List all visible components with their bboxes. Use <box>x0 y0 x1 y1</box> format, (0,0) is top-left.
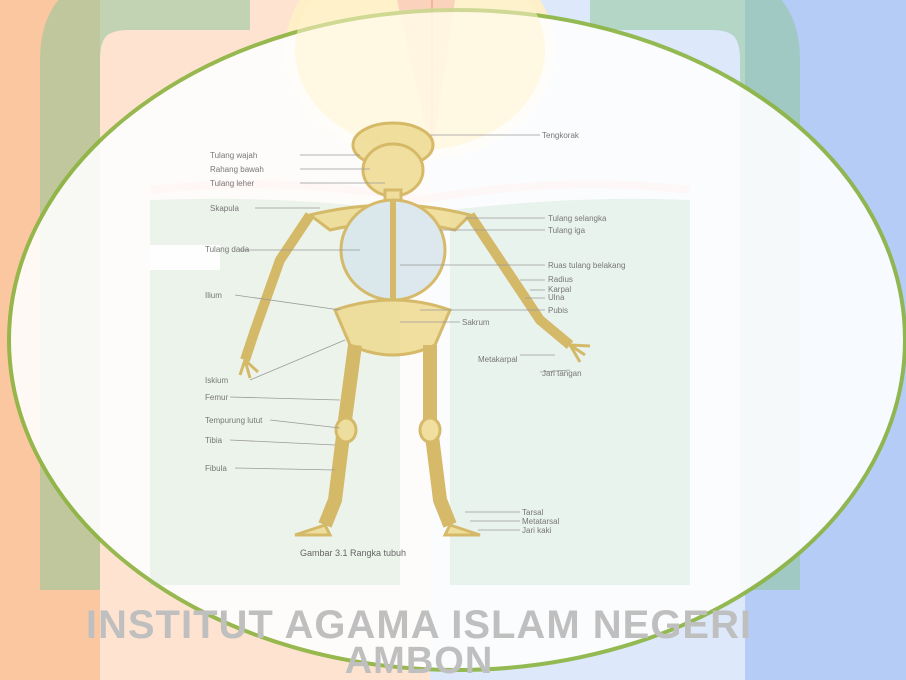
label-pubis: Pubis <box>548 306 568 315</box>
label-tibia: Tibia <box>205 436 223 445</box>
label-iskium: Iskium <box>205 376 228 385</box>
figure-caption: Gambar 3.1 Rangka tubuh <box>300 548 406 558</box>
label-tulang-selangka: Tulang selangka <box>548 214 607 223</box>
label-radius: Radius <box>548 275 573 284</box>
label-ulna: Ulna <box>548 293 565 302</box>
label-tengkorak: Tengkorak <box>542 131 580 140</box>
label-tulang-wajah: Tulang wajah <box>210 151 257 160</box>
label-tulang-leher: Tulang leher <box>210 179 255 188</box>
label-sakrum: Sakrum <box>462 318 490 327</box>
label-skapula: Skapula <box>210 204 239 213</box>
label-femur: Femur <box>205 393 228 402</box>
label-rahang-bawah: Rahang bawah <box>210 165 264 174</box>
label-jari-tangan: Jari tangan <box>542 369 582 378</box>
label-ruas-tulang-belakang: Ruas tulang belakang <box>548 261 625 270</box>
label-tulang-dada: Tulang dada <box>205 245 250 254</box>
label-jari-kaki: Jari kaki <box>522 526 552 535</box>
label-metakarpal: Metakarpal <box>478 355 518 364</box>
label-tarsal: Tarsal <box>522 508 544 517</box>
label-ilium: Ilium <box>205 291 222 300</box>
label-fibula: Fibula <box>205 464 227 473</box>
logo-book-right <box>450 199 690 585</box>
label-tempurung-lutut: Tempurung lutut <box>205 416 263 425</box>
institution-name-line2: AMBON <box>0 640 838 680</box>
label-metatarsal: Metatarsal <box>522 517 560 526</box>
label-tulang-iga: Tulang iga <box>548 226 586 235</box>
